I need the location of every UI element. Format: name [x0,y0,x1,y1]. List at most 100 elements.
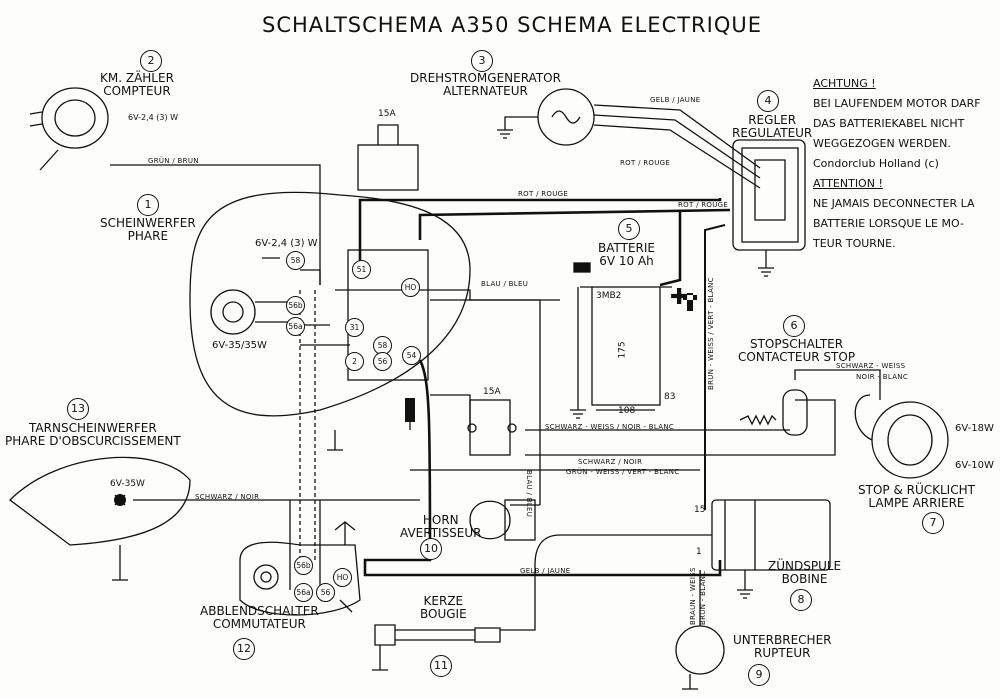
tail-lamp-spec-2: 6V-10W [955,460,994,471]
fuse-rating-top: 15A [378,109,396,119]
wire-label-red-1: ROT / ROUGE [620,159,671,167]
label-coil-fr: BOBINE [781,572,828,587]
wire-label-red-3: ROT / ROUGE [678,201,729,209]
coil-terminal-1: 1 [696,547,702,557]
terminal-2: 2 [345,352,364,371]
speedometer-spec: 6V-2,4 (3) W [128,113,179,122]
terminal-58: 58 [286,251,305,270]
wire-label-black-2: SCHWARZ / NOIR [195,493,260,501]
label-speedometer: KM. ZÄHLER COMPTEUR [100,71,174,99]
label-horn-de: HORN [422,513,459,527]
note-line-3: DAS BATTERIEKABEL NICHT [813,117,965,130]
label-stop-switch: STOPSCHALTER CONTACTEUR STOP [738,337,856,365]
wire-label-blue-1: BLAU / BLEU [481,280,529,288]
battery-body [591,286,661,406]
wire-label-green-white: GRÜN - WEISS / VERT - BLANC [566,468,680,476]
terminal-56a: 56a [286,317,305,336]
label-alternator: DREHSTROMGENERATOR ALTERNATEUR [410,71,561,99]
component-number-13: 13 [67,398,89,420]
component-number-7: 7 [922,512,944,534]
component-number-8: 8 [790,589,812,611]
label-alternator-de: DREHSTROMGENERATOR [410,71,561,85]
label-dimmer-switch: ABBLENDSCHALTER COMMUTATEUR [200,604,319,631]
label-blackout-lamp-fr: PHARE D'OBSCURCISSEMENT [5,434,181,449]
battery-depth: 83 [664,392,676,402]
label-blackout-lamp: TARNSCHEINWERFER PHARE D'OBSCURCISSEMENT [5,421,181,449]
label-breaker-fr: RUPTEUR [754,646,811,661]
component-number-11: 11 [430,655,452,677]
terminal-31: 31 [345,318,364,337]
label-coil-de: ZÜNDSPULE [768,559,842,573]
battery-type: 3MB2 [596,291,622,301]
terminal-ho-dimmer: HO [333,568,352,587]
component-number-6: 6 [783,315,805,337]
label-spark-plug-fr: BOUGIE [420,607,467,622]
label-alternator-fr: ALTERNATEUR [443,84,528,99]
component-number-10: 10 [420,538,442,560]
component-number-2: 2 [140,50,162,72]
wire-label-green-brown: GRÜN / BRUN [148,157,199,165]
label-battery: BATTERIE 6V 10 Ah [598,241,655,269]
component-number-12: 12 [233,638,255,660]
label-tail-lamp-fr: LAMPE ARRIERE [868,496,965,511]
wire-label-black-white-2: SCHWARZ - WEISS [836,362,906,370]
label-regulator-de: REGLER [748,113,797,127]
label-breaker-de: UNTERBRECHER [733,633,832,647]
label-tail-lamp-de: STOP & RÜCKLICHT [858,483,975,497]
label-breaker: UNTERBRECHER RUPTEUR [733,633,832,661]
wire-label-noir-blanc: NOIR - BLANC [856,373,909,381]
note-line-9: TEUR TOURNE. [813,237,896,250]
fuse-rating-bottom: 15A [483,387,501,397]
note-line-2: BEI LAUFENDEM MOTOR DARF [813,97,981,110]
wire-label-red-2: ROT / ROUGE [518,190,569,198]
terminal-51: 51 [352,260,371,279]
label-headlamp: SCHEINWERFER PHARE [100,216,196,244]
speedometer-housing [41,87,109,149]
wire-label-yellow: GELB / JAUNE [650,96,701,104]
note-line-4: WEGGEZOGEN WERDEN. [813,137,951,150]
regulator-box [732,139,806,251]
terminal-ho: HO [401,278,420,297]
label-dimmer-switch-de: ABBLENDSCHALTER [200,604,319,618]
battery-height: 175 [617,341,628,359]
wire-label-black-1: SCHWARZ / NOIR [578,458,643,466]
label-coil: ZÜNDSPULE BOBINE [768,559,842,587]
terminal-56: 56 [373,352,392,371]
label-speedometer-de: KM. ZÄHLER [100,71,174,85]
terminal-54: 54 [402,346,421,365]
label-tail-lamp: STOP & RÜCKLICHT LAMPE ARRIERE [858,483,975,511]
headlamp-spec: 6V-35/35W [212,340,267,351]
wire-label-yellow-2: GELB / JAUNE [520,567,571,575]
label-battery-de: BATTERIE [598,241,655,255]
battery-width: 108 [618,406,636,416]
component-number-9: 9 [748,664,770,686]
coil-terminal-15: 15 [694,505,706,515]
wire-label-brown-white-2: BRAUN - WEISS [689,567,697,625]
diagram-title: SCHALTSCHEMA A350 SCHEMA ELECTRIQUE [262,13,763,37]
tail-lamp-spec-1: 6V-18W [955,423,994,434]
component-number-4: 4 [757,90,779,112]
note-line-6: ATTENTION ! [813,177,883,190]
label-headlamp-de: SCHEINWERFER [100,216,196,230]
label-horn-fr: AVERTISSEUR [400,526,482,541]
label-speedometer-fr: COMPTEUR [103,84,171,99]
component-number-5: 5 [618,218,640,240]
component-number-3: 3 [471,50,493,72]
note-line-7: NE JAMAIS DECONNECTER LA [813,197,975,210]
label-spark-plug-de: KERZE [423,594,464,608]
terminal-56b-dimmer: 56b [294,556,313,575]
note-line-1: ACHTUNG ! [813,77,876,90]
label-regulator: REGLER REGULATEUR [732,113,812,140]
label-battery-fr: 6V 10 Ah [599,254,654,269]
label-blackout-lamp-de: TARNSCHEINWERFER [29,421,157,435]
label-horn: HORN AVERTISSEUR [400,513,482,541]
label-headlamp-fr: PHARE [127,229,169,244]
blackout-lamp-spec: 6V-35W [110,479,145,489]
warning-note: ACHTUNG ! BEI LAUFENDEM MOTOR DARF DAS B… [813,74,981,254]
label-spark-plug: KERZE BOUGIE [420,594,467,622]
label-stop-switch-fr: CONTACTEUR STOP [738,350,856,365]
wire-label-brun-blanc: BRUN - BLANC [699,570,707,625]
component-number-1: 1 [137,194,159,216]
wire-label-blue-2: BLAU / BLEU [525,470,533,518]
